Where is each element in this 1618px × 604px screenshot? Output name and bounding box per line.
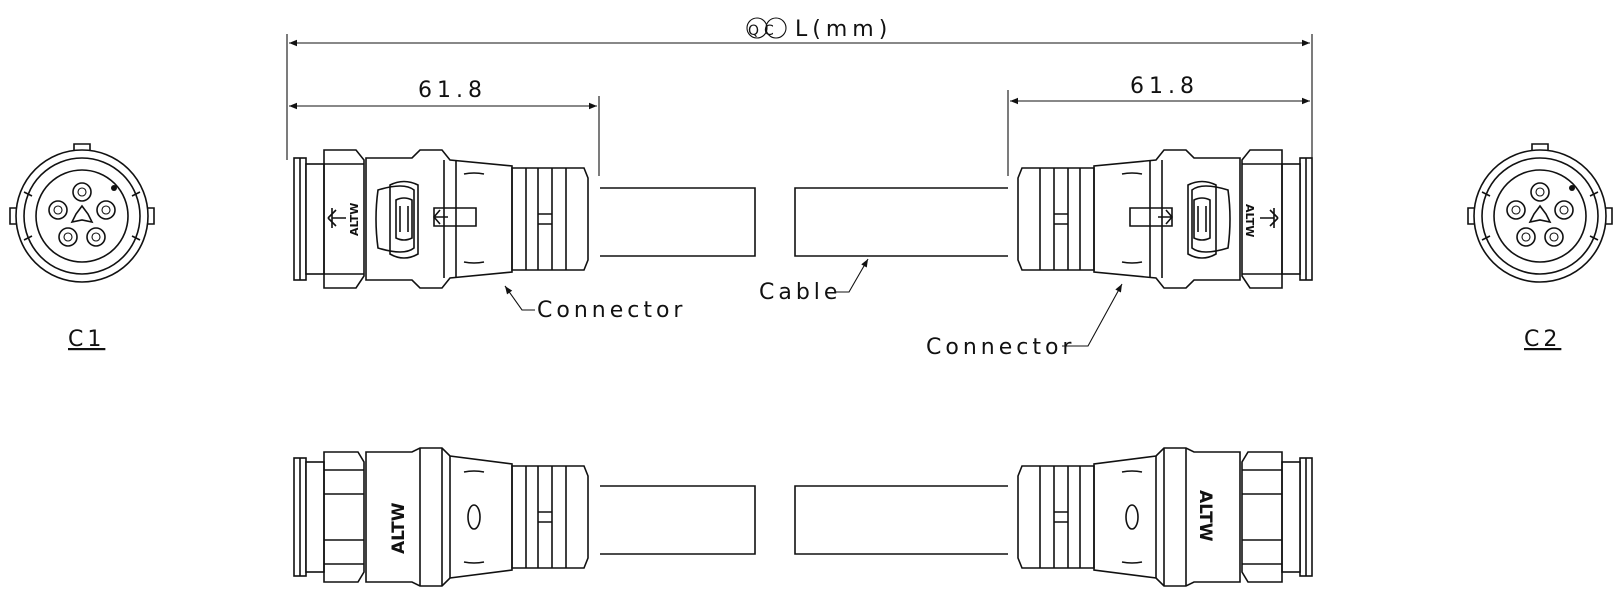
overall-length-label: L(mm) (795, 17, 892, 42)
c2-label: C2 (1524, 327, 1561, 352)
right-connector-length: 61.8 (1130, 74, 1199, 99)
side-view-assembly: ALTW ALTW (293, 447, 1313, 587)
brand-text-right-top: ALTW (1243, 204, 1256, 237)
c1-label: C1 (68, 327, 105, 352)
left-connector-length: 61.8 (418, 78, 487, 103)
overall-length-dimension: QC L(mm) (286, 17, 1313, 160)
brand-text-left-top: ALTW (348, 203, 361, 236)
right-connector-dimension: 61.8 (1007, 74, 1310, 176)
cable-top-right (794, 187, 1008, 257)
c2-end-view: C2 (1467, 143, 1613, 352)
brand-text-left-side: ALTW (389, 502, 409, 554)
right-connector-label: Connector (926, 335, 1075, 360)
qc-symbol-left (746, 17, 768, 39)
cable-side-right (794, 485, 1008, 555)
qc-symbol-right (765, 17, 787, 39)
right-connector-callout: Connector (926, 283, 1123, 360)
left-connector-dimension: 61.8 (289, 78, 600, 176)
top-view-assembly: ALTW ALTW (293, 149, 1313, 289)
cable-callout: Cable (759, 258, 869, 305)
cable-side-left (600, 485, 756, 555)
left-connector-callout: Connector (504, 285, 686, 323)
qc-prefix: QC (748, 23, 779, 39)
right-connector-side (1017, 447, 1313, 587)
c1-end-view: C1 (9, 143, 155, 352)
left-connector-label: Connector (537, 298, 686, 323)
brand-text-right-side: ALTW (1195, 490, 1215, 542)
left-connector-top (293, 149, 589, 289)
right-connector-top (1017, 149, 1313, 289)
cable-top-left (600, 187, 756, 257)
left-connector-side (293, 447, 589, 587)
cable-label: Cable (759, 280, 841, 305)
